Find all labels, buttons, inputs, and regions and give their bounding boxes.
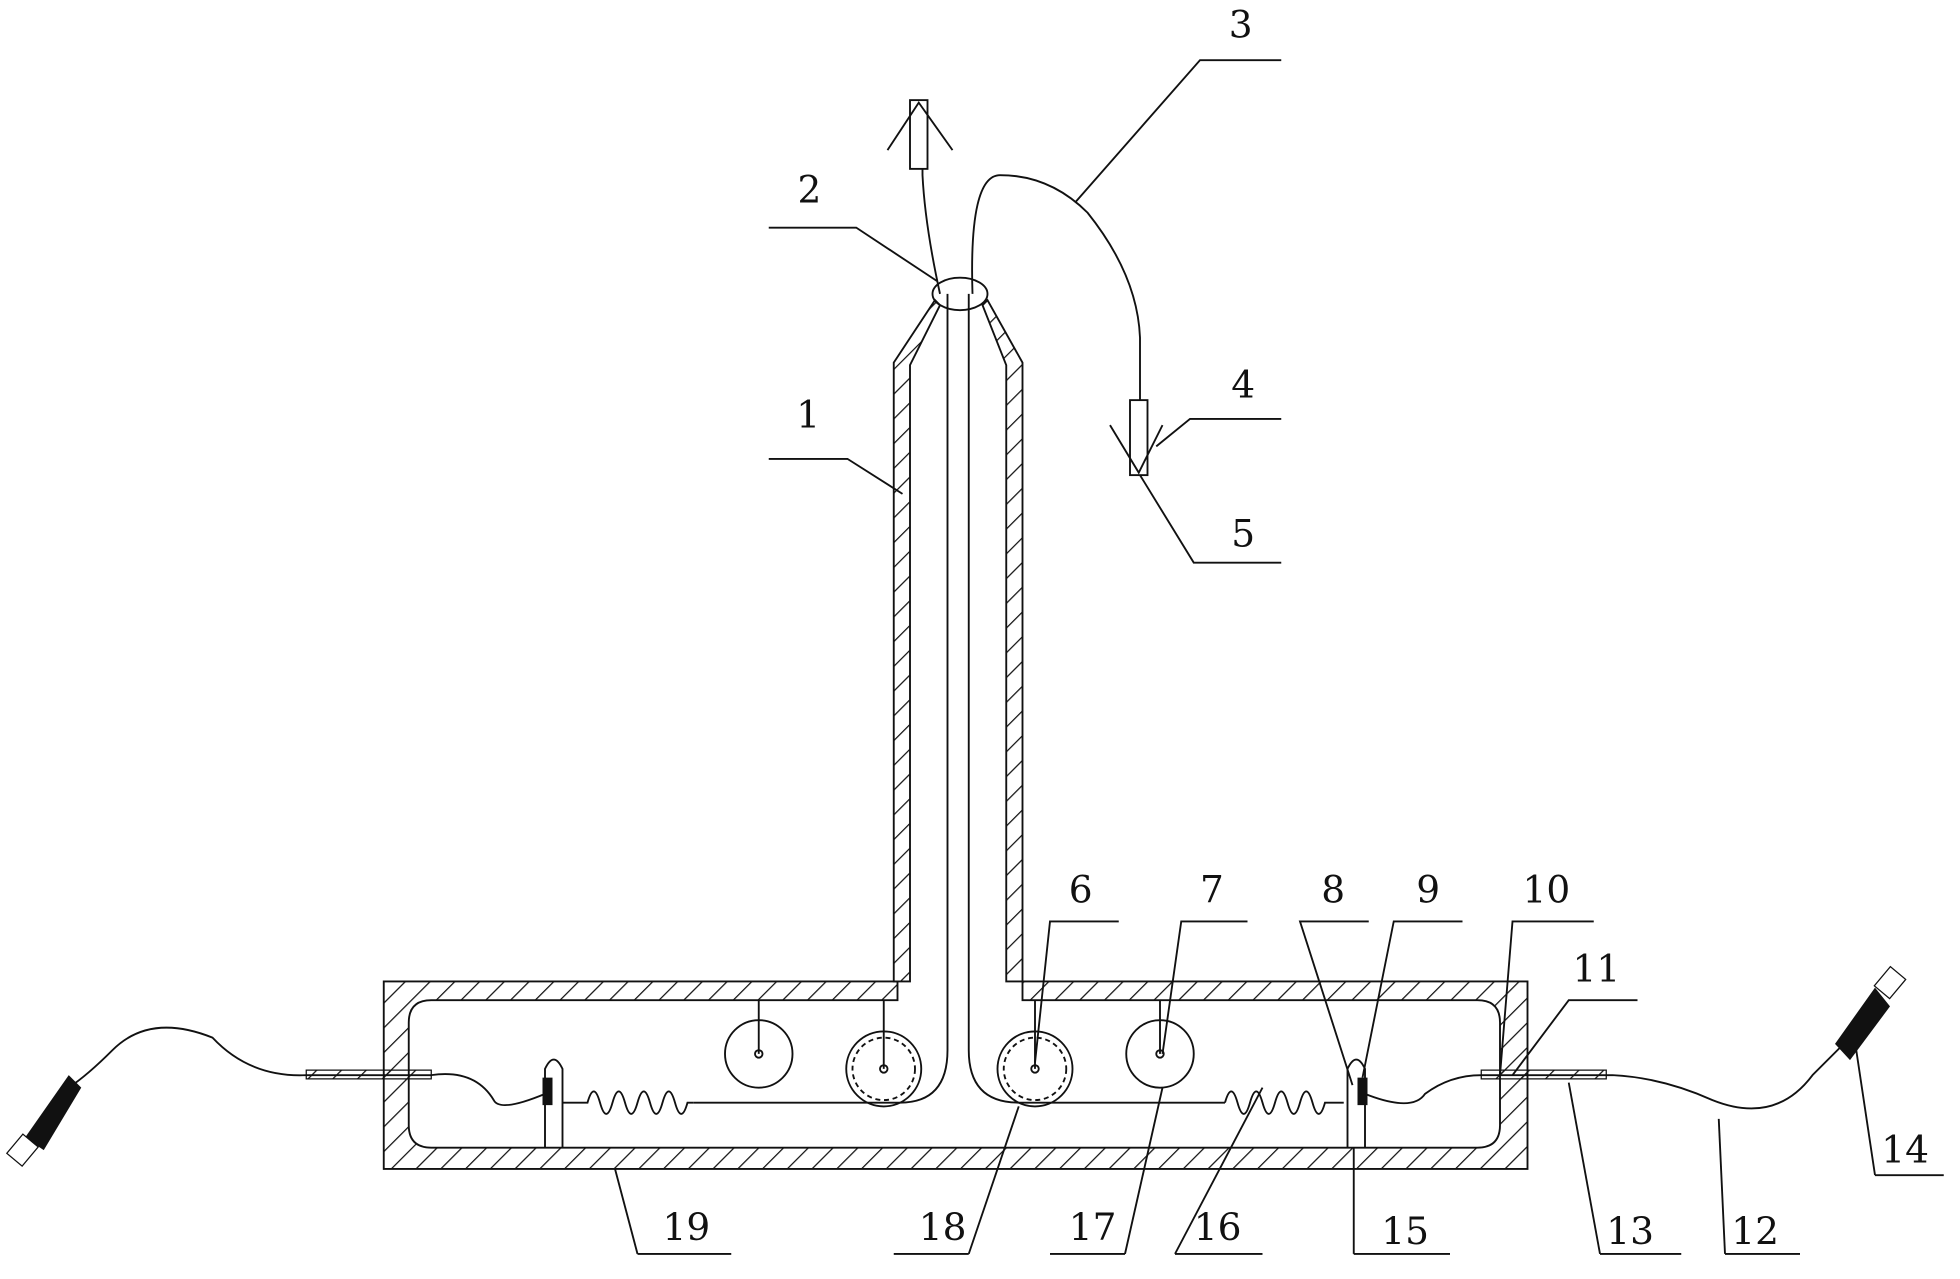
label-12: 12 bbox=[1731, 1209, 1779, 1253]
top-connector-in bbox=[1110, 400, 1163, 475]
label-3: 3 bbox=[1229, 3, 1253, 47]
label-4: 4 bbox=[1231, 363, 1255, 407]
label-14: 14 bbox=[1881, 1128, 1929, 1172]
label-8: 8 bbox=[1321, 868, 1345, 912]
side-cables bbox=[69, 1028, 1844, 1109]
label-10: 10 bbox=[1523, 868, 1571, 912]
clamps bbox=[543, 1060, 1368, 1148]
part-labels: 1 2 3 4 5 6 7 8 9 10 11 12 13 14 15 16 1… bbox=[663, 3, 1929, 1253]
label-7: 7 bbox=[1200, 868, 1224, 912]
label-5: 5 bbox=[1231, 511, 1255, 555]
left-plug bbox=[7, 1075, 81, 1166]
label-16: 16 bbox=[1194, 1205, 1242, 1249]
label-13: 13 bbox=[1606, 1209, 1654, 1253]
right-plug bbox=[1835, 967, 1906, 1061]
springs bbox=[563, 1091, 1344, 1114]
label-2: 2 bbox=[798, 168, 822, 212]
optical-fibers bbox=[694, 169, 1225, 1103]
label-9: 9 bbox=[1416, 868, 1440, 912]
label-17: 17 bbox=[1069, 1205, 1117, 1249]
pulleys bbox=[725, 1000, 1194, 1106]
label-18: 18 bbox=[919, 1205, 967, 1249]
vertical-tube bbox=[894, 278, 1023, 982]
label-1: 1 bbox=[796, 393, 820, 437]
leader-lines bbox=[615, 60, 1944, 1254]
top-ring bbox=[933, 278, 988, 311]
housing bbox=[384, 981, 1528, 1169]
top-connector-out bbox=[888, 100, 953, 169]
label-15: 15 bbox=[1381, 1209, 1429, 1253]
label-19: 19 bbox=[663, 1205, 711, 1249]
label-6: 6 bbox=[1069, 868, 1093, 912]
label-11: 11 bbox=[1573, 946, 1621, 990]
